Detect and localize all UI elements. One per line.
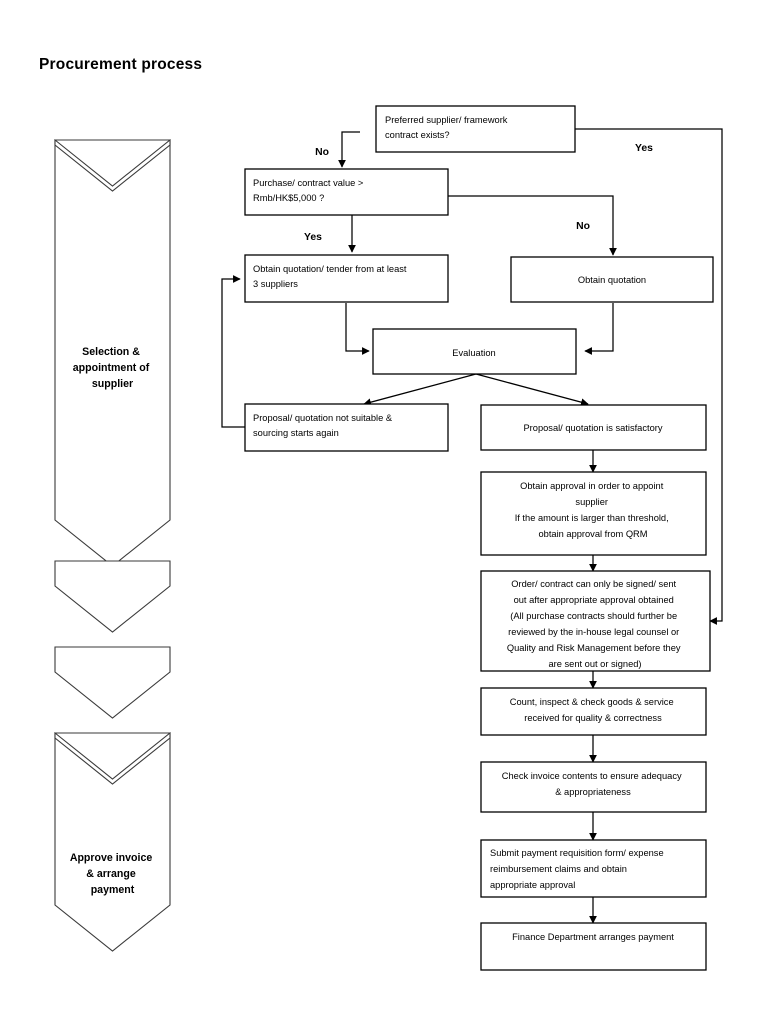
node-obtain-approval-label: Obtain approval in order to appoint supp… (515, 481, 672, 539)
edge-label-yes-purchase: Yes (304, 232, 322, 243)
edge-label-yes-preferred: Yes (635, 143, 653, 154)
phase-chevron-selection[interactable] (54, 139, 171, 567)
node-finance-payment[interactable]: Finance Department arranges payment (480, 922, 707, 971)
node-obtain-tender[interactable]: Obtain quotation/ tender from at least 3… (244, 254, 449, 303)
node-satisfactory[interactable]: Proposal/ quotation is satisfactory (480, 404, 707, 451)
node-purchase-value[interactable]: Purchase/ contract value > Rmb/HK$5,000 … (244, 168, 449, 216)
node-check-invoice-label: Check invoice contents to ensure adequac… (502, 771, 684, 797)
node-count-inspect[interactable]: Count, inspect & check goods & service r… (480, 687, 707, 736)
edge-label-no-preferred: No (315, 147, 329, 158)
phase-chevron-approve-invoice[interactable] (54, 732, 171, 952)
connector-yes-preferred (575, 128, 723, 625)
node-preferred-supplier-label: Preferred supplier/ framework contract e… (385, 115, 510, 140)
page-title: Procurement process (39, 56, 203, 73)
node-not-suitable-label: Proposal/ quotation not suitable & sourc… (253, 413, 395, 438)
node-finance-payment-label: Finance Department arranges payment (512, 932, 674, 942)
node-preferred-supplier[interactable]: Preferred supplier/ framework contract e… (375, 105, 576, 153)
node-submit-payment[interactable]: Submit payment requisition form/ expense… (480, 839, 707, 898)
node-evaluation[interactable]: Evaluation (372, 328, 577, 375)
node-purchase-value-label: Purchase/ contract value > Rmb/HK$5,000 … (253, 178, 366, 203)
node-check-invoice[interactable]: Check invoice contents to ensure adequac… (480, 761, 707, 813)
connector-tender-to-evaluation (345, 303, 370, 355)
phase-chevron-selection-notch (54, 138, 171, 192)
connector-group (221, 128, 723, 924)
node-obtain-quotation-label: Obtain quotation (578, 275, 646, 285)
connector-evaluation-to-not-suitable (363, 373, 477, 406)
node-order-contract-label: Order/ contract can only be signed/ sent… (507, 579, 683, 669)
node-order-contract[interactable]: Order/ contract can only be signed/ sent… (480, 570, 711, 672)
connector-no-purchase (448, 195, 617, 256)
connector-loopback-to-tender (221, 275, 245, 428)
phase-chevron-approve-notch (54, 731, 171, 785)
connector-no-preferred (338, 131, 360, 168)
connector-evaluation-to-satisfactory (475, 373, 589, 406)
node-obtain-tender-label: Obtain quotation/ tender from at least 3… (253, 264, 409, 289)
node-obtain-quotation[interactable]: Obtain quotation (510, 256, 714, 303)
node-count-inspect-label: Count, inspect & check goods & service r… (510, 697, 676, 723)
node-not-suitable[interactable]: Proposal/ quotation not suitable & sourc… (244, 403, 449, 452)
phase-chevron-group: Selection & appointment of supplier Appr… (54, 138, 171, 952)
phase-label-approve-invoice: Approve invoice & arrange payment (70, 852, 155, 896)
node-evaluation-label: Evaluation (452, 348, 495, 358)
phase-chevron-3[interactable] (54, 646, 171, 719)
connector-quotation-to-evaluation (584, 303, 614, 355)
node-submit-payment-label: Submit payment requisition form/ expense… (490, 848, 666, 890)
phase-label-selection: Selection & appointment of supplier (73, 346, 152, 390)
node-satisfactory-label: Proposal/ quotation is satisfactory (523, 423, 662, 433)
node-obtain-approval[interactable]: Obtain approval in order to appoint supp… (480, 471, 707, 556)
phase-chevron-2[interactable] (54, 560, 171, 633)
edge-label-no-purchase: No (576, 221, 590, 232)
